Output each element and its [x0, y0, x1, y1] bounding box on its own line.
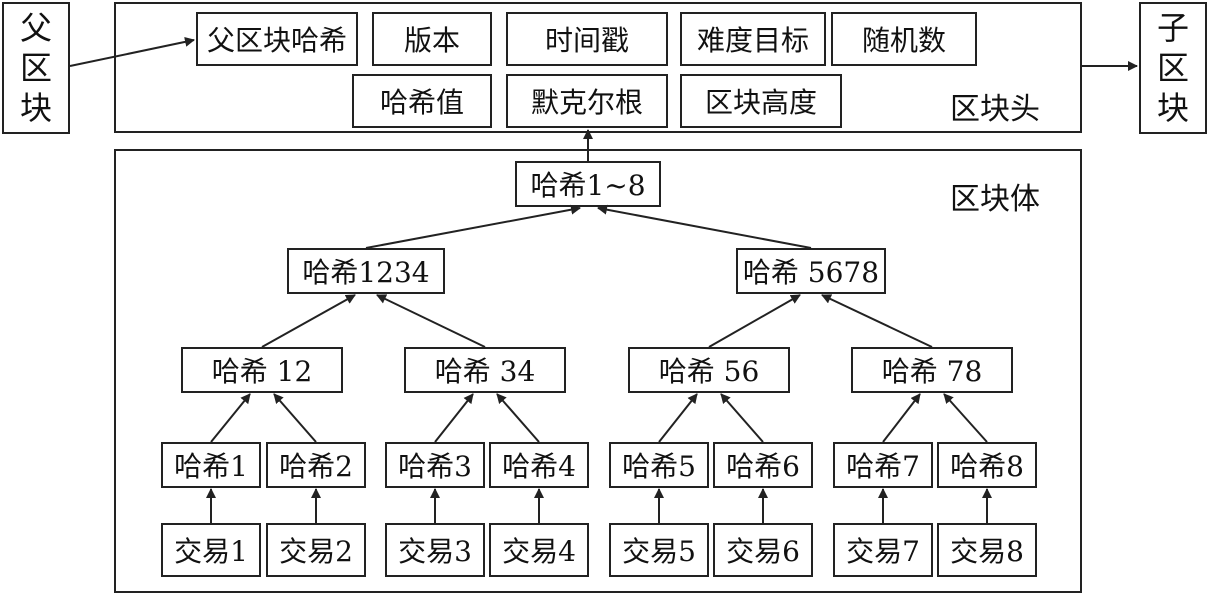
transaction-3-node: 交易3 [385, 523, 485, 577]
parent-block-char-2: 区 [19, 49, 52, 87]
hash-1-node: 哈希1 [161, 442, 261, 488]
hash-34-node: 哈希 34 [404, 347, 566, 393]
hash-5678-node: 哈希 5678 [736, 248, 886, 294]
hash-6-node: 哈希6 [713, 442, 813, 488]
arrow-h7-to-78 [882, 393, 921, 443]
hash-8-node: 哈希8 [937, 442, 1037, 488]
transaction-1-node: 交易1 [161, 523, 261, 577]
arrow-h5-to-56 [658, 393, 698, 443]
hash-1234-node: 哈希1234 [287, 248, 445, 294]
arrow-parent-to-header [69, 36, 195, 67]
child-block-char-2: 区 [1156, 49, 1189, 87]
arrow-h1-to-12 [210, 393, 251, 443]
arrow-h6-to-56 [720, 393, 764, 443]
merkle-root-node: 哈希1~8 [515, 161, 661, 207]
child-block: 子 区 块 [1139, 2, 1207, 134]
arrow-1234-to-root [365, 204, 581, 249]
arrow-12-to-1234 [261, 294, 356, 348]
hash-78-node: 哈希 78 [851, 347, 1013, 393]
transaction-8-node: 交易8 [937, 523, 1037, 577]
transaction-7-node: 交易7 [833, 523, 933, 577]
parent-block-char-3: 块 [19, 89, 52, 127]
field-nonce: 随机数 [831, 12, 977, 66]
field-merkle-root: 默克尔根 [506, 74, 668, 128]
hash-2-node: 哈希2 [266, 442, 366, 488]
hash-3-node: 哈希3 [385, 442, 485, 488]
arrow-h3-to-34 [434, 393, 474, 443]
hash-12-node: 哈希 12 [181, 347, 343, 393]
field-version: 版本 [372, 12, 492, 66]
parent-block-char-1: 父 [19, 9, 52, 47]
transaction-5-node: 交易5 [609, 523, 709, 577]
arrow-h2-to-12 [273, 393, 317, 443]
block-header-label: 区块头 [950, 92, 1040, 127]
field-block-height: 区块高度 [680, 74, 842, 128]
field-timestamp: 时间戳 [506, 12, 668, 66]
hash-4-node: 哈希4 [489, 442, 589, 488]
field-difficulty-target: 难度目标 [680, 12, 826, 66]
hash-5-node: 哈希5 [609, 442, 709, 488]
arrow-78-to-5678 [821, 294, 933, 348]
hash-56-node: 哈希 56 [628, 347, 790, 393]
arrow-h4-to-34 [496, 393, 540, 443]
hash-7-node: 哈希7 [833, 442, 933, 488]
parent-block: 父 区 块 [2, 2, 70, 134]
arrow-56-to-5678 [708, 294, 801, 348]
arrow-h8-to-78 [943, 393, 988, 443]
field-hash-value: 哈希值 [352, 74, 492, 128]
arrow-5678-to-root [597, 204, 812, 249]
child-block-char-3: 块 [1156, 89, 1189, 127]
transaction-4-node: 交易4 [489, 523, 589, 577]
child-block-char-1: 子 [1156, 9, 1189, 47]
field-parent-hash: 父区块哈希 [196, 12, 358, 66]
transaction-6-node: 交易6 [713, 523, 813, 577]
transaction-2-node: 交易2 [266, 523, 366, 577]
arrow-34-to-1234 [376, 294, 486, 348]
block-body-label: 区块体 [950, 182, 1040, 217]
